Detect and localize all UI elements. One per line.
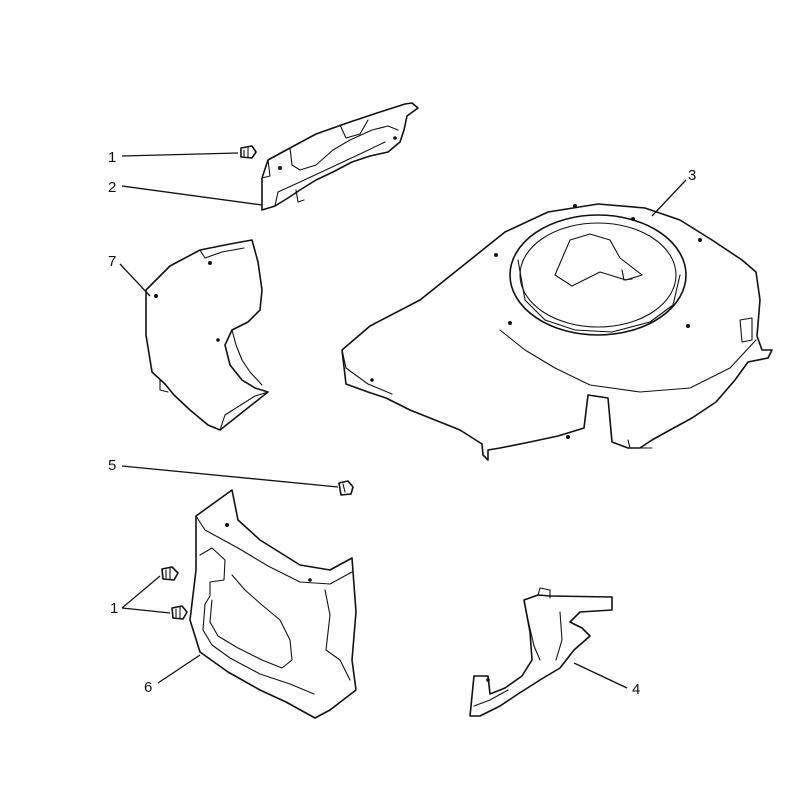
- leader-2: [121, 185, 263, 206]
- leader-5: [121, 465, 339, 488]
- leader-4: [573, 662, 628, 689]
- screw-1-lower-b: [171, 605, 188, 620]
- callout-4: 4: [632, 681, 640, 698]
- part-2-baffle: [261, 102, 419, 211]
- callout-3: 3: [688, 167, 696, 184]
- screw-1-upper: [240, 145, 257, 159]
- leader-1-upper: [121, 152, 239, 157]
- leader-3: [651, 179, 687, 217]
- part-5-nut: [338, 480, 354, 496]
- part-4-bracket-baffle: [469, 587, 613, 717]
- part-3-blower-housing: [341, 203, 773, 461]
- leader-1-lower-b: [121, 607, 171, 614]
- callout-labels: 1 2 3 7 5 1 6 4: [108, 149, 696, 698]
- leader-7: [119, 263, 151, 297]
- callout-5: 5: [108, 457, 116, 474]
- part-6-lower-shroud: [189, 489, 357, 719]
- leader-lines: [119, 152, 687, 689]
- leader-1-lower-a: [121, 575, 161, 609]
- callout-7: 7: [108, 253, 116, 270]
- screw-1-lower-a: [161, 566, 179, 581]
- part-7-side-baffle: [145, 239, 269, 431]
- callout-1-lower: 1: [110, 600, 118, 617]
- callout-1-upper: 1: [108, 149, 116, 166]
- callout-6: 6: [144, 679, 152, 696]
- leader-6: [157, 654, 201, 684]
- callout-2: 2: [108, 179, 116, 196]
